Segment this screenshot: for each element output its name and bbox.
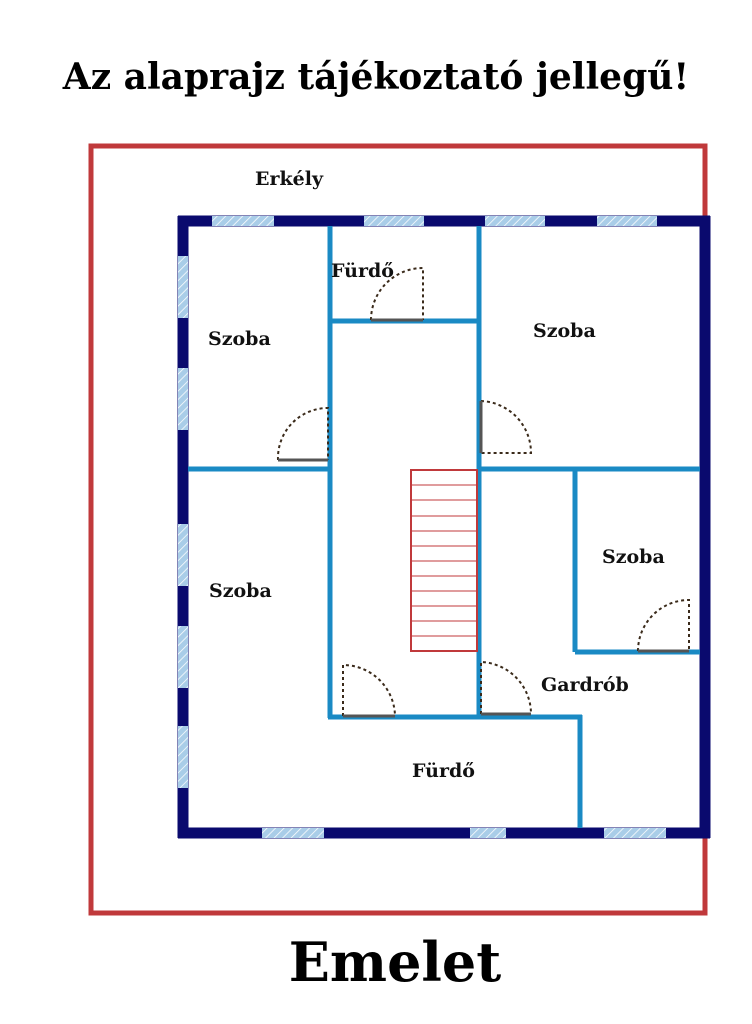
window-left-1 <box>178 256 188 318</box>
window-top-4 <box>597 216 657 226</box>
label-wardrobe: Gardrób <box>541 674 629 696</box>
interior-walls <box>188 226 700 828</box>
door-bath-top <box>370 266 424 322</box>
disclaimer-note: Az alaprajz tájékoztató jellegű! <box>62 56 690 98</box>
door-room-right-small <box>637 598 690 653</box>
label-room-top-right: Szoba <box>533 320 596 342</box>
window-top-3 <box>485 216 545 226</box>
exterior-walls <box>177 215 711 839</box>
windows <box>178 216 666 838</box>
window-left-3 <box>178 524 188 586</box>
label-room-bottom-left: Szoba <box>209 580 272 602</box>
window-top-2 <box>364 216 424 226</box>
door-room-bottom-left <box>342 663 396 718</box>
window-left-5 <box>178 726 188 788</box>
window-bottom-2 <box>470 828 506 838</box>
window-bottom-1 <box>262 828 324 838</box>
doors <box>276 266 690 718</box>
staircase <box>410 469 478 652</box>
door-room-top-right <box>479 400 533 454</box>
window-left-2 <box>178 368 188 430</box>
label-bath-bottom: Fürdő <box>412 760 475 782</box>
label-room-top-left: Szoba <box>208 328 271 350</box>
door-wardrobe <box>480 660 532 716</box>
door-room-top-left <box>276 406 329 462</box>
window-bottom-3 <box>604 828 666 838</box>
window-left-4 <box>178 626 188 688</box>
label-room-right-small: Szoba <box>602 546 665 568</box>
floor-name: Emelet <box>288 930 502 994</box>
window-top-1 <box>212 216 274 226</box>
label-balcony: Erkély <box>255 168 324 190</box>
label-bath-top: Fürdő <box>331 260 394 282</box>
